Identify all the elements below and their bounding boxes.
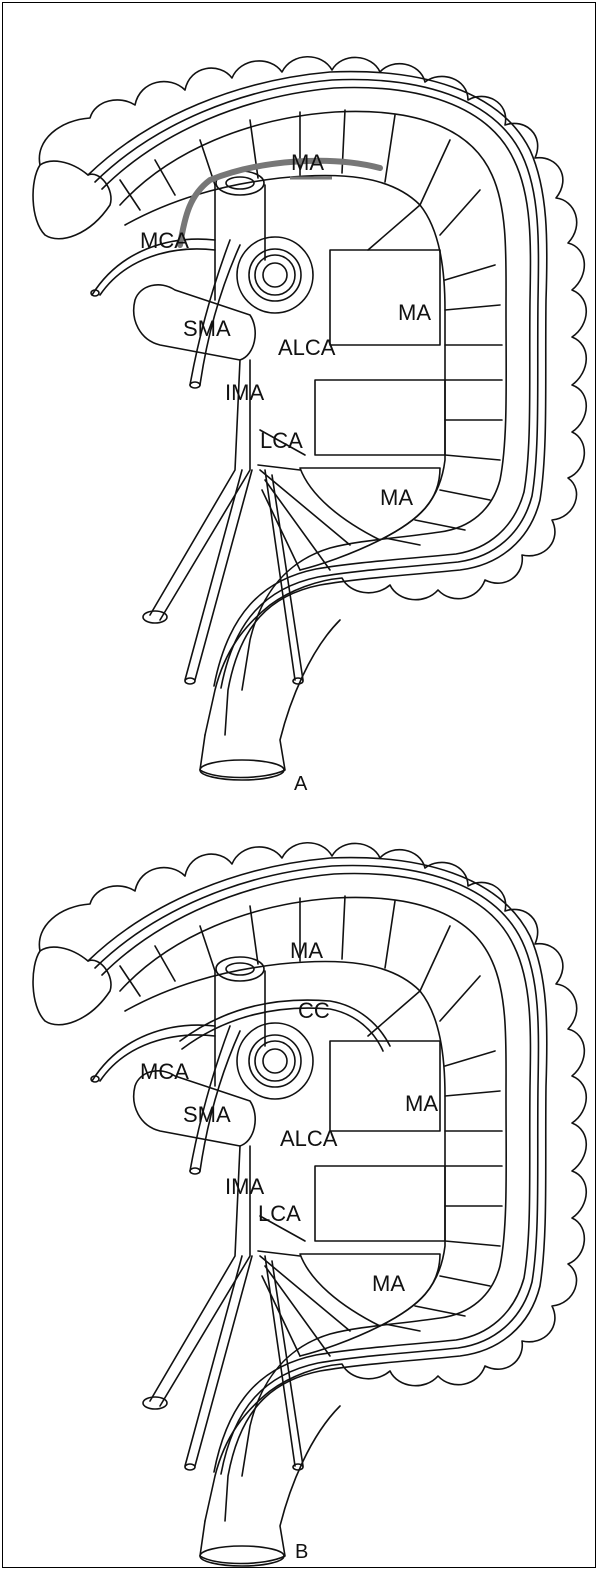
central-communicating-arch: [180, 1000, 390, 1046]
colon-inner-wall: [120, 111, 506, 690]
label-cc: CC: [298, 998, 330, 1023]
label-ma-top: MA: [291, 150, 324, 175]
label-ma-low: MA: [380, 485, 413, 510]
panel-a: MA MCA SMA ALCA IMA LCA MA MA A: [0, 0, 600, 800]
label-alca: ALCA: [280, 1126, 338, 1151]
label-sma: SMA: [183, 316, 231, 341]
label-mca: MCA: [140, 1059, 189, 1084]
colon-vascular-diagram-b: MA CC MCA SMA ALCA IMA LCA MA MA B: [0, 786, 600, 1572]
marginal-arcade: [125, 961, 445, 1356]
label-mca: MCA: [140, 228, 189, 253]
label-ma-low: MA: [372, 1271, 405, 1296]
label-ma-top: MA: [290, 938, 323, 963]
aorta: [215, 971, 265, 1086]
label-lca: LCA: [258, 1201, 301, 1226]
colon-cut-end: [33, 161, 111, 239]
label-ma-mid: MA: [398, 300, 431, 325]
panel-b: MA CC MCA SMA ALCA IMA LCA MA MA B: [0, 786, 600, 1572]
label-lca: LCA: [260, 428, 303, 453]
aorta: [215, 185, 265, 300]
label-sma: SMA: [183, 1102, 231, 1127]
caption-b: B: [295, 1541, 308, 1563]
label-alca: ALCA: [278, 335, 336, 360]
rectum: [200, 1406, 340, 1564]
colon-cut-end: [33, 947, 111, 1025]
marginal-artery-highlight: [180, 161, 380, 245]
colon-vascular-diagram-a: MA MCA SMA ALCA IMA LCA MA MA A: [0, 0, 600, 800]
label-ima: IMA: [225, 1174, 264, 1199]
label-ima: IMA: [225, 380, 264, 405]
rectum: [200, 620, 340, 778]
label-ma-mid: MA: [405, 1091, 438, 1116]
